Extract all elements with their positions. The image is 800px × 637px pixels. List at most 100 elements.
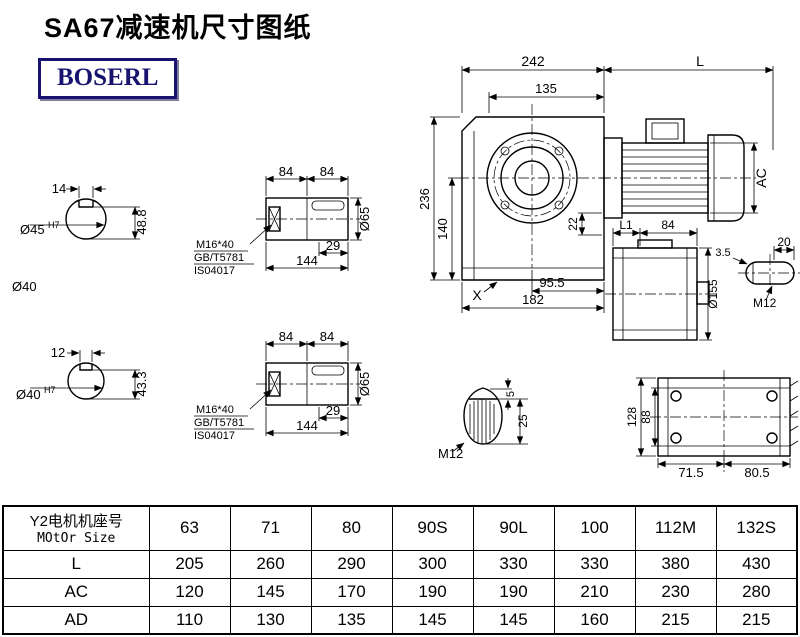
dim-label: 84 bbox=[279, 164, 293, 179]
dim-label: 22 bbox=[566, 217, 580, 231]
dim-label: X bbox=[472, 287, 482, 303]
dimension-value-cell: 145 bbox=[229, 577, 312, 607]
dimension-value-cell: 330 bbox=[553, 549, 636, 579]
dim-label: 84 bbox=[661, 218, 675, 232]
dimension-value-cell: 110 bbox=[148, 605, 231, 635]
motor-frame-column-header: 90S bbox=[391, 505, 474, 551]
dim-label: 12 bbox=[51, 345, 65, 360]
dimension-value-cell: 135 bbox=[310, 605, 393, 635]
shaft-side-view-bottom bbox=[194, 340, 362, 437]
dimension-value-cell: 170 bbox=[310, 577, 393, 607]
dim-label: IS04017 bbox=[194, 430, 235, 442]
motor-size-header-cell: Y2电机机座号 MOtOr Size bbox=[2, 505, 150, 551]
dim-label: M12 bbox=[753, 296, 777, 310]
key-profile-view bbox=[451, 378, 528, 453]
dim-label: 3.5 bbox=[715, 247, 730, 259]
dimension-value-cell: 260 bbox=[229, 549, 312, 579]
dimension-value-cell: 120 bbox=[148, 577, 231, 607]
dim-label: M16*40 bbox=[196, 239, 234, 251]
dimension-value-cell: 280 bbox=[715, 577, 798, 607]
dim-label: 242 bbox=[521, 53, 545, 69]
dimension-drawing: 14Ø45H748.8Ø4012Ø40H743.38484M16*40GB/T5… bbox=[12, 53, 800, 480]
dimension-value-cell: 215 bbox=[715, 605, 798, 635]
page-title: SA67减速机尺寸图纸 bbox=[44, 13, 312, 43]
dim-label: 43.3 bbox=[134, 371, 149, 396]
shaft-side-view-top bbox=[194, 175, 362, 272]
shaft-end-view-45 bbox=[30, 185, 140, 240]
dim-label: 29 bbox=[326, 238, 340, 253]
motor-size-header-cn: Y2电机机座号 bbox=[29, 513, 123, 531]
gearbox-side-view bbox=[605, 228, 718, 341]
dim-label: H7 bbox=[48, 220, 60, 230]
dim-label: 182 bbox=[522, 292, 544, 307]
dimension-value-cell: 210 bbox=[553, 577, 636, 607]
dim-label: GB/T5781 bbox=[194, 417, 244, 429]
dim-label: Ø155 bbox=[706, 279, 720, 309]
dim-label: AC bbox=[753, 168, 769, 187]
dim-label: Ø65 bbox=[357, 372, 372, 397]
dim-label: IS04017 bbox=[194, 265, 235, 277]
dim-label: Ø45 bbox=[20, 222, 45, 237]
motor-frame-column-header: 71 bbox=[229, 505, 312, 551]
dim-label: 135 bbox=[535, 81, 557, 96]
dim-label: 236 bbox=[417, 188, 432, 210]
dim-label: 144 bbox=[296, 253, 318, 268]
dimension-value-cell: 380 bbox=[634, 549, 717, 579]
motor-frame-column-header: 63 bbox=[148, 505, 231, 551]
dim-label: GB/T5781 bbox=[194, 252, 244, 264]
logo-text: BOSERL bbox=[57, 64, 159, 91]
dim-label: L1 bbox=[619, 218, 633, 232]
dim-label: 20 bbox=[777, 235, 791, 249]
dim-label: L bbox=[696, 53, 704, 69]
motor-frame-column-header: 112M bbox=[634, 505, 717, 551]
dimension-value-cell: 190 bbox=[391, 577, 474, 607]
dimension-value-cell: 430 bbox=[715, 549, 798, 579]
dim-label: H7 bbox=[44, 385, 56, 395]
dimension-value-cell: 290 bbox=[310, 549, 393, 579]
dim-label: 29 bbox=[326, 403, 340, 418]
dim-label: 25 bbox=[516, 414, 530, 428]
dimension-value-cell: 190 bbox=[472, 577, 555, 607]
shaft-end-view-40 bbox=[30, 349, 140, 400]
dim-label: 80.5 bbox=[744, 465, 769, 480]
dim-label: M12 bbox=[438, 446, 463, 461]
dim-label: 84 bbox=[320, 329, 334, 344]
dim-label: 48.8 bbox=[134, 209, 149, 234]
dim-label: Ø65 bbox=[357, 207, 372, 232]
row-label: AC bbox=[2, 577, 150, 607]
dim-label: Ø40 bbox=[16, 387, 41, 402]
dimension-value-cell: 300 bbox=[391, 549, 474, 579]
dim-label: 84 bbox=[320, 164, 334, 179]
boserl-logo: BOSERL bbox=[38, 58, 178, 99]
dim-label: 5 bbox=[505, 391, 517, 397]
dimension-value-cell: 215 bbox=[634, 605, 717, 635]
dim-label: 84 bbox=[279, 329, 293, 344]
dimension-value-cell: 205 bbox=[148, 549, 231, 579]
motor-size-header-en: MOtOr Size bbox=[37, 531, 116, 547]
main-front-view bbox=[430, 66, 774, 313]
dimension-value-cell: 130 bbox=[229, 605, 312, 635]
key-section-view bbox=[732, 246, 800, 301]
dim-label: M16*40 bbox=[196, 404, 234, 416]
dim-label: 95.5 bbox=[539, 275, 564, 290]
motor-frame-column-header: 132S bbox=[715, 505, 798, 551]
dim-label: 71.5 bbox=[678, 465, 703, 480]
dim-label: 14 bbox=[52, 181, 66, 196]
dimension-value-cell: 160 bbox=[553, 605, 636, 635]
row-label: L bbox=[2, 549, 150, 579]
motor-frame-column-header: 90L bbox=[472, 505, 555, 551]
dim-label: 88 bbox=[639, 410, 653, 424]
dim-label: 144 bbox=[296, 418, 318, 433]
row-label: AD bbox=[2, 605, 150, 635]
dimension-value-cell: 145 bbox=[391, 605, 474, 635]
motor-frame-column-header: 100 bbox=[553, 505, 636, 551]
dim-label: 128 bbox=[625, 407, 639, 427]
dim-label: Ø40 bbox=[12, 279, 37, 294]
motor-frame-column-header: 80 bbox=[310, 505, 393, 551]
